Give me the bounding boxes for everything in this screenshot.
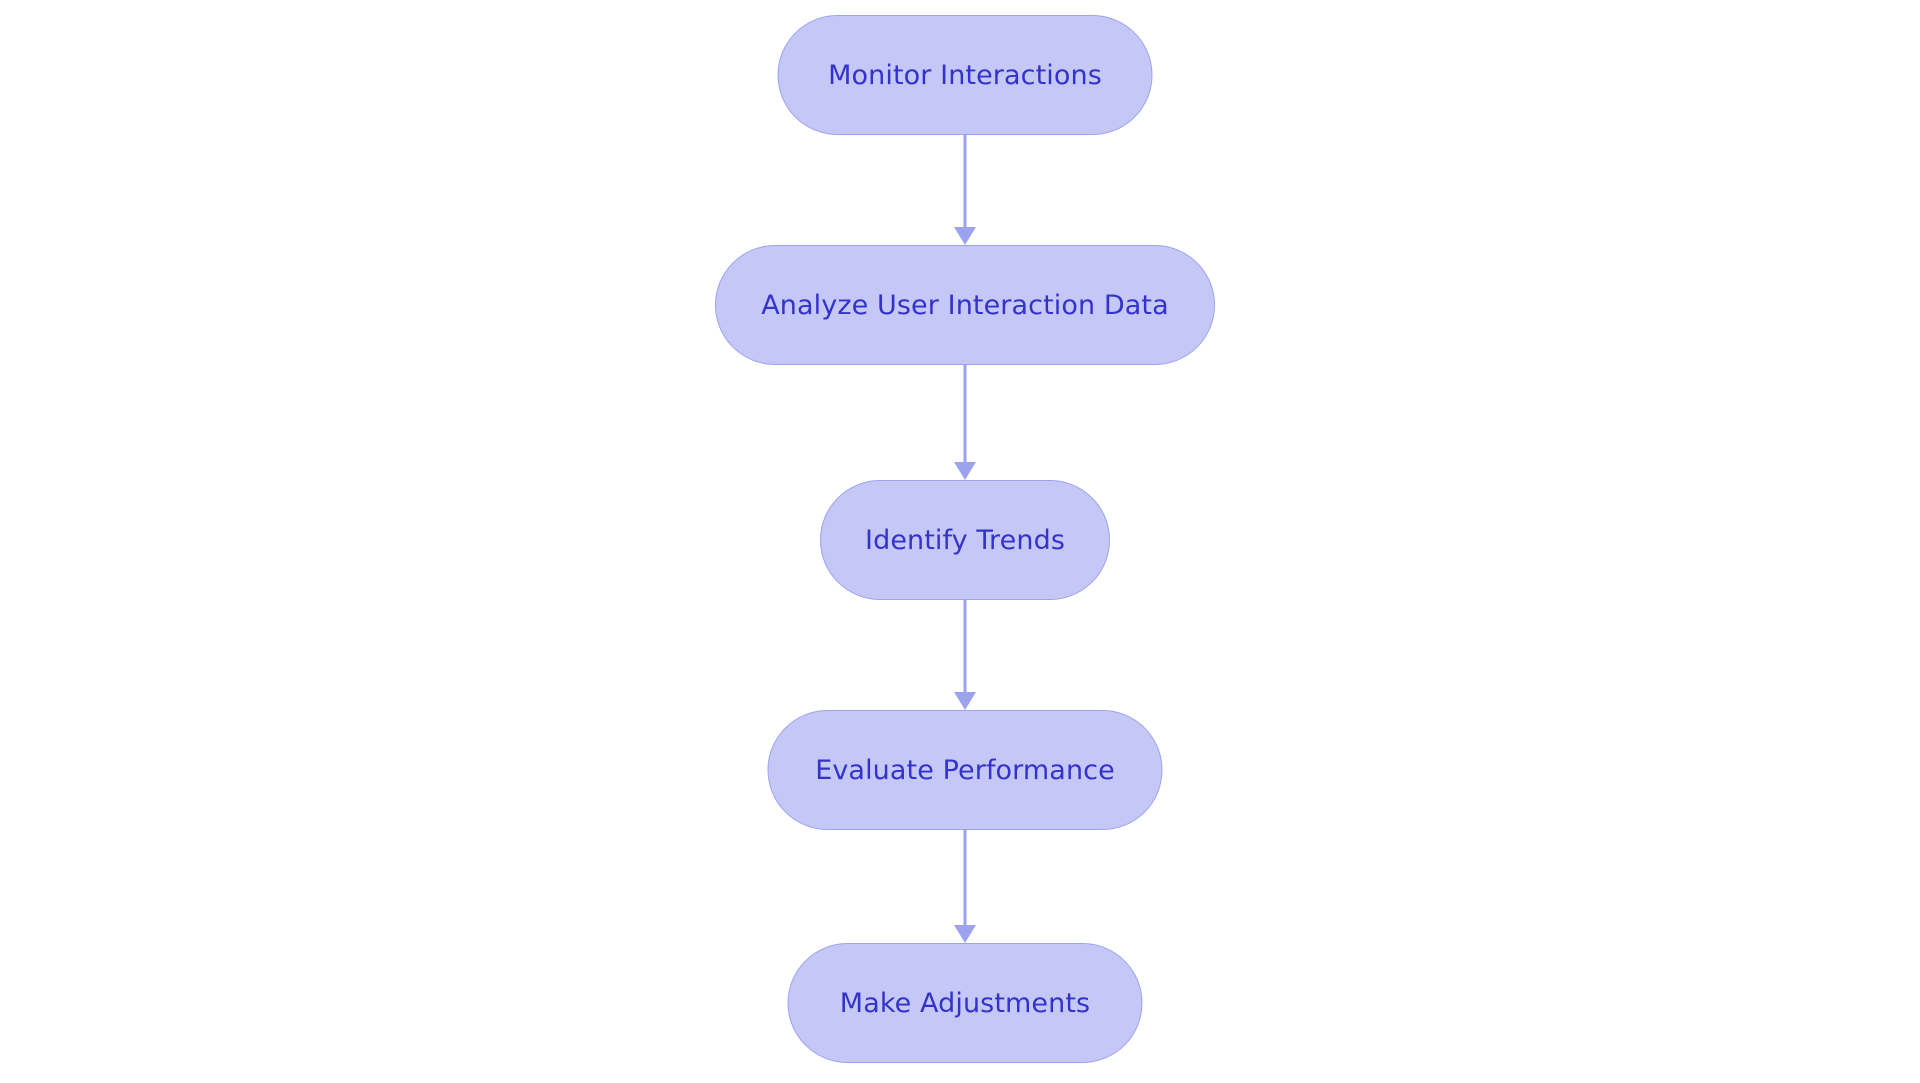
- arrowhead-down-icon: [954, 925, 976, 943]
- flow-edge-analyze-user-interaction-data-to-identify-trends: [953, 365, 977, 480]
- flow-node-analyze-user-interaction-data[interactable]: Analyze User Interaction Data: [715, 245, 1215, 365]
- flow-node-identify-trends[interactable]: Identify Trends: [820, 480, 1110, 600]
- flow-node-label: Identify Trends: [865, 524, 1065, 556]
- flow-edge-evaluate-performance-to-make-adjustments: [953, 830, 977, 943]
- flow-node-label: Monitor Interactions: [828, 59, 1102, 91]
- flow-node-label: Evaluate Performance: [815, 754, 1115, 786]
- edge-line: [963, 365, 967, 462]
- edge-line: [963, 830, 967, 925]
- flow-node-make-adjustments[interactable]: Make Adjustments: [787, 943, 1143, 1063]
- flow-node-monitor-interactions[interactable]: Monitor Interactions: [777, 15, 1153, 135]
- flow-node-label: Make Adjustments: [839, 987, 1091, 1019]
- flow-edge-identify-trends-to-evaluate-performance: [953, 600, 977, 710]
- flow-node-label: Analyze User Interaction Data: [761, 289, 1169, 321]
- arrowhead-down-icon: [954, 227, 976, 245]
- arrowhead-down-icon: [954, 692, 976, 710]
- edge-line: [963, 600, 967, 692]
- flow-edge-monitor-interactions-to-analyze-user-interaction-data: [953, 135, 977, 245]
- edge-line: [963, 135, 967, 227]
- flow-node-evaluate-performance[interactable]: Evaluate Performance: [767, 710, 1163, 830]
- arrowhead-down-icon: [954, 462, 976, 480]
